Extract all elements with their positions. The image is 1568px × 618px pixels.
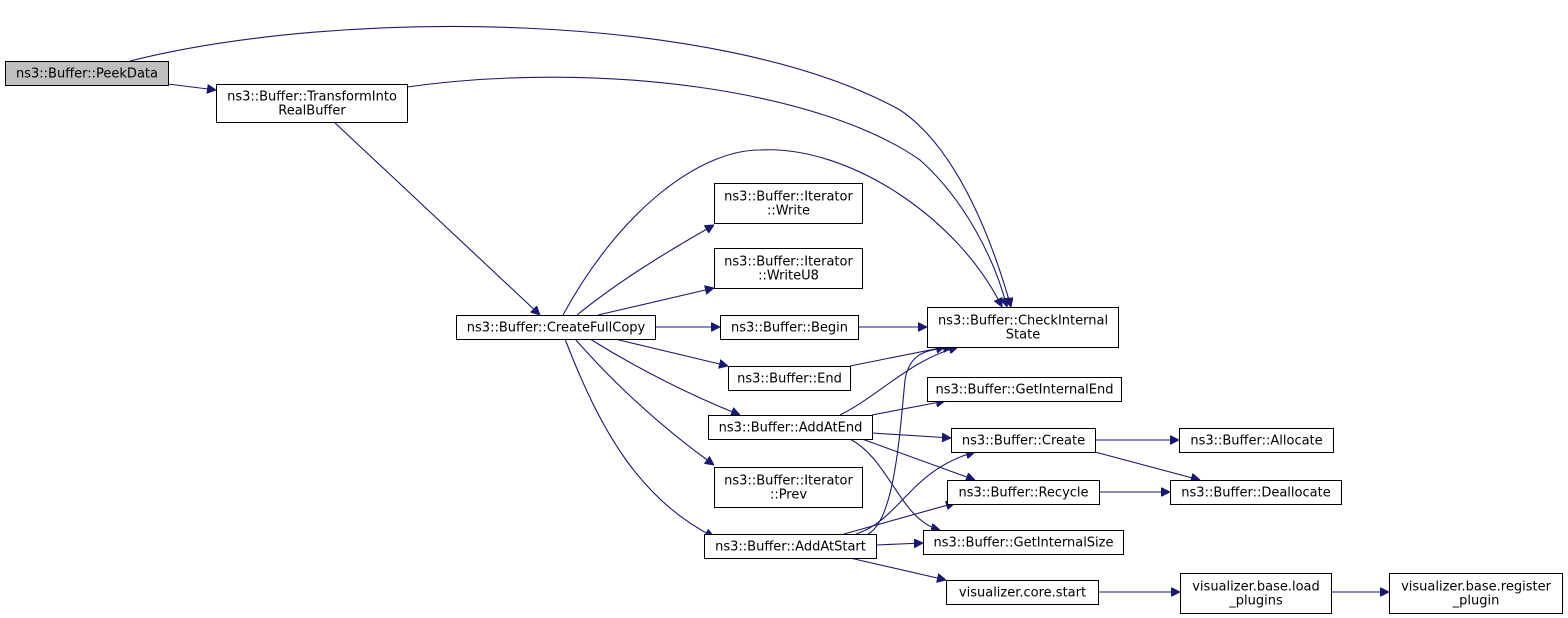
node-label-line: ns3::Buffer::Iterator bbox=[724, 255, 853, 270]
node-recycle[interactable]: ns3::Buffer::Recycle bbox=[947, 480, 1100, 505]
node-addatend[interactable]: ns3::Buffer::AddAtEnd bbox=[708, 415, 873, 440]
node-iterprev[interactable]: ns3::Buffer::Iterator::Prev bbox=[714, 467, 863, 508]
edge-addatstart-to-create bbox=[855, 452, 975, 535]
edge-addatend-to-recycle bbox=[861, 438, 975, 480]
edge-peekdata-to-transform bbox=[167, 83, 216, 90]
node-box bbox=[1170, 480, 1342, 505]
edge-createfullcopy-to-end bbox=[614, 338, 728, 366]
node-label-line: visualizer.base.load bbox=[1192, 580, 1320, 595]
node-vizcorestart[interactable]: visualizer.core.start bbox=[946, 580, 1099, 605]
node-label-line: ::WriteU8 bbox=[758, 269, 819, 284]
node-label-line: ::Prev bbox=[770, 488, 807, 503]
node-label-line: ::Write bbox=[767, 204, 810, 219]
node-label-line: RealBuffer bbox=[278, 104, 346, 119]
node-label-line: ns3::Buffer::Recycle bbox=[958, 486, 1088, 501]
node-label-line: ns3::Buffer::Begin bbox=[731, 321, 848, 336]
node-iterwriteu8[interactable]: ns3::Buffer::Iterator::WriteU8 bbox=[714, 248, 863, 289]
node-box bbox=[720, 315, 859, 340]
node-begin[interactable]: ns3::Buffer::Begin bbox=[720, 315, 859, 340]
node-box bbox=[708, 415, 873, 440]
edge-addatend-to-create bbox=[871, 432, 951, 438]
node-label-line: ns3::Buffer::AddAtEnd bbox=[719, 421, 863, 436]
edges-layer bbox=[129, 25, 1389, 592]
node-box bbox=[946, 580, 1099, 605]
node-loadplugins[interactable]: visualizer.base.load_plugins bbox=[1180, 573, 1332, 614]
node-box bbox=[5, 61, 169, 86]
node-label-line: ns3::Buffer::Deallocate bbox=[1181, 486, 1330, 501]
node-deallocate[interactable]: ns3::Buffer::Deallocate bbox=[1170, 480, 1342, 505]
edge-createfullcopy-to-iterwrite bbox=[576, 225, 714, 316]
node-box bbox=[728, 366, 851, 391]
node-label-line: ns3::Buffer::Iterator bbox=[724, 190, 853, 205]
edge-addatstart-to-recycle bbox=[843, 503, 955, 535]
node-addatstart[interactable]: ns3::Buffer::AddAtStart bbox=[704, 534, 877, 559]
node-label-line: ns3::Buffer::Create bbox=[962, 434, 1085, 449]
edge-createfullcopy-to-addatstart bbox=[564, 338, 714, 538]
node-box bbox=[947, 480, 1100, 505]
node-box bbox=[714, 248, 863, 289]
node-label-line: _plugins bbox=[1228, 594, 1283, 609]
node-box bbox=[927, 377, 1122, 402]
node-getinternalend[interactable]: ns3::Buffer::GetInternalEnd bbox=[927, 377, 1122, 402]
node-box bbox=[923, 530, 1124, 555]
edge-addatstart-to-checkinternal bbox=[867, 347, 952, 535]
node-allocate[interactable]: ns3::Buffer::Allocate bbox=[1179, 428, 1334, 453]
edge-create-to-deallocate bbox=[1094, 451, 1200, 480]
node-getinternalsize[interactable]: ns3::Buffer::GetInternalSize bbox=[923, 530, 1124, 555]
edge-createfullcopy-to-addatend bbox=[589, 338, 740, 415]
node-label-line: ns3::Buffer::GetInternalSize bbox=[934, 536, 1114, 551]
node-label-line: ns3::Buffer::CreateFullCopy bbox=[467, 321, 646, 336]
node-createfullcopy[interactable]: ns3::Buffer::CreateFullCopy bbox=[456, 315, 656, 340]
node-box bbox=[714, 467, 863, 508]
node-label-line: _plugin bbox=[1452, 594, 1500, 609]
edge-createfullcopy-to-checkinternal bbox=[562, 149, 1002, 316]
edge-createfullcopy-to-iterprev bbox=[574, 338, 714, 465]
node-registerplugin[interactable]: visualizer.base.register_plugin bbox=[1389, 573, 1563, 614]
node-end[interactable]: ns3::Buffer::End bbox=[728, 366, 851, 391]
node-box bbox=[1389, 573, 1563, 614]
edge-addatstart-to-vizcorestart bbox=[849, 557, 946, 580]
edge-addatend-to-getinternalend bbox=[871, 401, 945, 416]
node-peekdata[interactable]: ns3::Buffer::PeekData bbox=[5, 61, 169, 86]
node-label-line: ns3::Buffer::TransformInto bbox=[227, 90, 397, 105]
node-iterwrite[interactable]: ns3::Buffer::Iterator::Write bbox=[714, 183, 863, 224]
node-box bbox=[951, 428, 1096, 453]
node-label-line: ns3::Buffer::Iterator bbox=[724, 474, 853, 489]
edge-addatstart-to-getinternalsize bbox=[875, 543, 923, 545]
node-box bbox=[704, 534, 877, 559]
node-box bbox=[714, 183, 863, 224]
node-label-line: visualizer.base.register bbox=[1401, 580, 1552, 595]
node-label-line: State bbox=[1006, 328, 1040, 343]
node-label-line: ns3::Buffer::Allocate bbox=[1190, 434, 1322, 449]
edge-peekdata-to-checkinternal bbox=[129, 25, 1011, 307]
node-label-line: ns3::Buffer::CheckInternal bbox=[938, 314, 1108, 329]
edge-transform-to-checkinternal bbox=[406, 76, 1007, 307]
node-label-line: ns3::Buffer::PeekData bbox=[16, 67, 158, 82]
node-label-line: ns3::Buffer::End bbox=[737, 372, 842, 387]
edge-transform-to-createfullcopy bbox=[333, 121, 540, 315]
node-create[interactable]: ns3::Buffer::Create bbox=[951, 428, 1096, 453]
node-box bbox=[1180, 573, 1332, 614]
node-box bbox=[456, 315, 656, 340]
node-label-line: ns3::Buffer::AddAtStart bbox=[715, 540, 866, 555]
node-box bbox=[927, 307, 1119, 348]
nodes-layer: ns3::Buffer::PeekDatans3::Buffer::Transf… bbox=[5, 61, 1563, 614]
node-label-line: ns3::Buffer::GetInternalEnd bbox=[935, 383, 1113, 398]
edge-addatend-to-getinternalsize bbox=[849, 438, 940, 530]
node-box bbox=[216, 84, 408, 123]
node-box bbox=[1179, 428, 1334, 453]
edge-createfullcopy-to-iterwriteu8 bbox=[597, 288, 714, 316]
node-label-line: visualizer.core.start bbox=[959, 586, 1086, 601]
edge-end-to-checkinternal bbox=[849, 347, 945, 367]
